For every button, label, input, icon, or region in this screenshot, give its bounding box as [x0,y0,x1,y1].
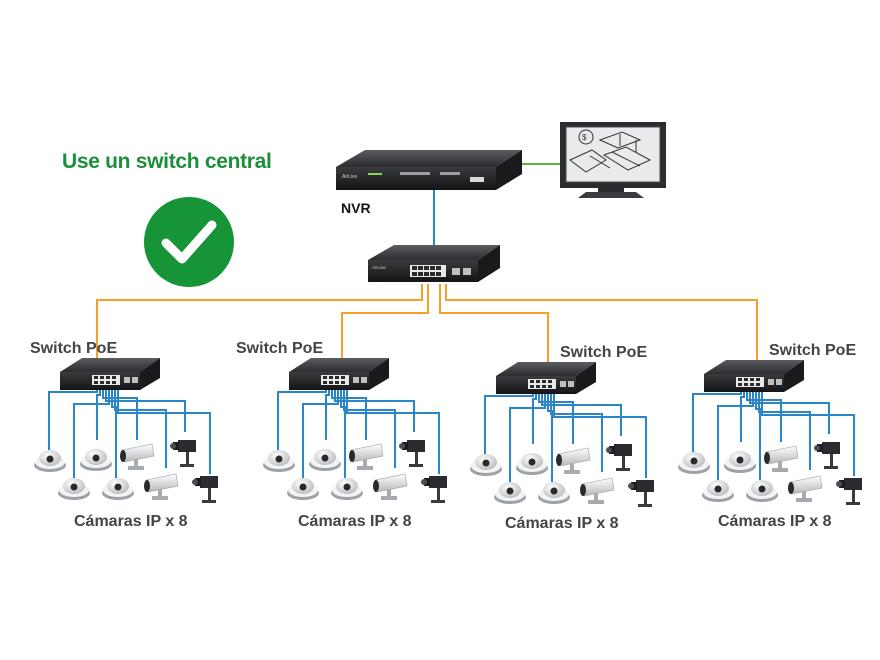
switch-poe-icon [60,358,160,390]
dome-camera-icon [746,480,778,502]
dome-camera-icon [494,482,526,504]
dome-camera-icon [287,478,319,500]
camera-link [717,388,754,480]
page-title: Use un switch central [62,150,272,173]
camera-link [96,386,101,440]
camera-link [73,386,110,478]
nvr-label: NVR [341,200,371,216]
bullet-camera-icon [788,475,823,502]
camera-link [105,386,186,432]
dome-camera-icon [102,478,134,500]
svg-text:$: $ [582,133,587,142]
uplinks [96,284,758,366]
switch-poe-icon [289,358,389,390]
camera-link [117,386,211,474]
box-camera-icon [606,444,632,471]
nvr-device-icon: AirLive [336,150,522,190]
bullet-camera-icon [580,477,615,504]
dome-camera-icon [309,449,341,471]
bullet-camera-icon [764,445,799,472]
camera-link [302,386,339,478]
camera-link [541,390,622,436]
camera-group-1 [34,358,218,503]
switch-poe-icon [704,360,804,392]
cameras-label-1: Cámaras IP x 8 [74,513,188,530]
camera-link [325,386,330,440]
switch-poe-label-2: Switch PoE [236,340,324,357]
camera-link [761,388,855,476]
uplink-1 [96,284,423,366]
dome-camera-icon [263,450,295,472]
uplink-4 [445,284,758,366]
bullet-camera-icon [144,473,179,500]
svg-text:AirLive: AirLive [372,265,386,270]
dome-camera-icon [470,454,502,476]
camera-link [334,386,415,432]
dome-camera-icon [724,451,756,473]
box-camera-icon [170,440,196,467]
dome-camera-icon [34,450,66,472]
checkmark-badge-icon [144,197,234,287]
camera-links [692,388,855,480]
camera-link [538,390,574,444]
dome-camera-icon [702,480,734,502]
bullet-camera-icon [556,447,591,474]
central-switch-icon: AirLive [368,245,500,282]
box-camera-icon [836,478,862,505]
uplink-2 [341,284,429,366]
camera-link [102,386,138,440]
box-camera-icon [421,476,447,503]
cameras-label-2: Cámaras IP x 8 [298,513,412,530]
monitor-icon: $ [560,122,666,198]
camera-group-4 [678,360,862,505]
camera-link [346,386,440,474]
switch-poe-icon [496,362,596,394]
dome-camera-icon [678,452,710,474]
camera-link [114,386,167,468]
dome-camera-icon [516,453,548,475]
switch-poe-label-1: Switch PoE [30,340,118,357]
cameras-label-3: Cámaras IP x 8 [505,515,619,532]
cameras-label-4: Cámaras IP x 8 [718,513,832,530]
bullet-camera-icon [120,443,155,470]
box-camera-icon [399,440,425,467]
camera-link [550,390,603,472]
uplink-3 [439,284,549,366]
camera-link [740,388,745,442]
camera-link [749,388,830,434]
camera-link [758,388,811,470]
camera-link [553,390,647,478]
dome-camera-icon [80,449,112,471]
dome-camera-icon [58,478,90,500]
camera-group-3 [470,362,654,507]
svg-text:AirLive: AirLive [342,174,358,180]
box-camera-icon [628,480,654,507]
camera-link [343,386,396,468]
camera-group-2 [263,358,447,503]
bullet-camera-icon [349,443,384,470]
camera-link [746,388,782,442]
camera-links [277,386,440,478]
camera-link [532,390,537,444]
switch-poe-label-4: Switch PoE [769,342,857,359]
box-camera-icon [814,442,840,469]
dome-camera-icon [331,478,363,500]
bullet-camera-icon [373,473,408,500]
camera-link [509,390,546,482]
camera-link [331,386,367,440]
switch-poe-label-3: Switch PoE [560,344,648,361]
box-camera-icon [192,476,218,503]
dome-camera-icon [538,482,570,504]
